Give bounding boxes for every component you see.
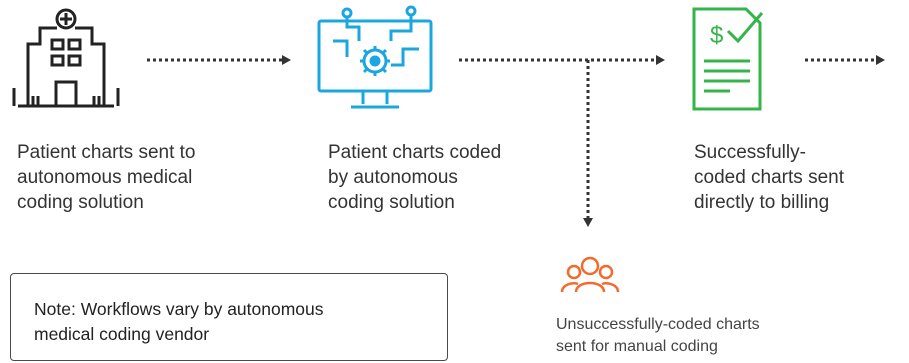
caption-billing: Successfully- coded charts sent directly… xyxy=(694,142,844,213)
caption-manual: Unsuccessfully-coded charts sent for man… xyxy=(556,316,760,355)
svg-text:$: $ xyxy=(710,22,723,49)
people-group-icon xyxy=(560,256,620,293)
caption-computer: Patient charts coded by autonomous codin… xyxy=(328,142,502,213)
note-text: Note: Workflows vary by autonomous medic… xyxy=(34,299,324,344)
invoice-check-icon: $ xyxy=(692,7,764,111)
note-box xyxy=(10,273,448,361)
hospital-icon xyxy=(12,8,120,108)
computer-chip-icon xyxy=(317,5,433,109)
caption-hospital: Patient charts sent to autonomous medica… xyxy=(17,142,196,213)
